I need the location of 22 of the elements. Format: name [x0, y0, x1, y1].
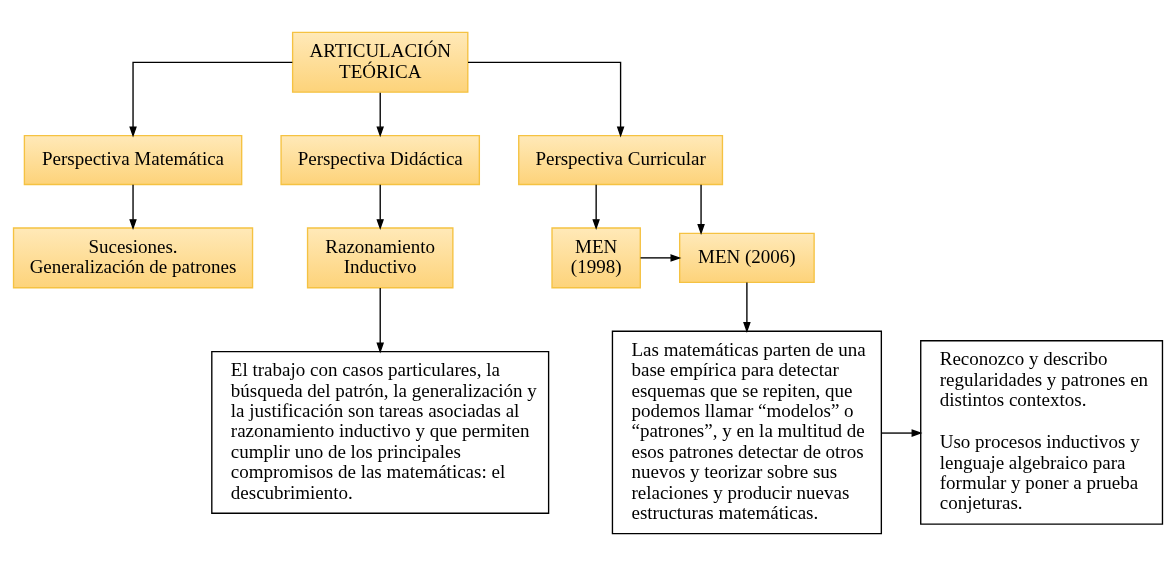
node-box: Las matemáticas parten de una base empírica para detectar esquemas que se repiten, que podemos llamar “modelos” o “patrones”, y en la multitud de esos patrones detectar de otros nuevos y teorizar sobre sus relaciones y producir nuevas estructuras matemáticas.	[611, 330, 883, 534]
arrow	[467, 61, 625, 137]
node-box: El trabajo con casos particulares, la búsqueda del patrón, la generalización y la justificación son tareas asociadas al razonamiento inductivo y que permiten cumplir uno de los principales compromisos de las matemáticas: el descubrimiento.	[211, 350, 550, 514]
node-box: MEN (2006)	[679, 232, 815, 283]
node-box: Razonamiento Inductivo	[306, 226, 454, 288]
node-box: ARTICULACIÓN TEÓRICA	[291, 31, 469, 93]
arrow	[697, 183, 705, 235]
node-box: Reconozco y describo regularidades y patrones en distintos contextos. Uso procesos inductivos y lenguaje algebraico para formular y poner a prueba conjeturas.	[920, 339, 1164, 525]
node-box: MEN (1998)	[551, 226, 641, 288]
node-box: Perspectiva Matemática	[23, 134, 243, 185]
arrow	[592, 183, 600, 230]
arrow	[743, 281, 751, 333]
arrow	[129, 183, 137, 230]
arrow	[376, 183, 384, 230]
arrow	[376, 286, 384, 353]
arrow	[129, 61, 294, 137]
arrow	[639, 253, 682, 262]
arrow	[376, 91, 384, 137]
node-box: Perspectiva Didáctica	[280, 134, 481, 185]
arrow	[881, 428, 923, 437]
node-box: Perspectiva Curricular	[518, 134, 724, 185]
node-box: Sucesiones. Generalización de patrones	[12, 226, 254, 288]
